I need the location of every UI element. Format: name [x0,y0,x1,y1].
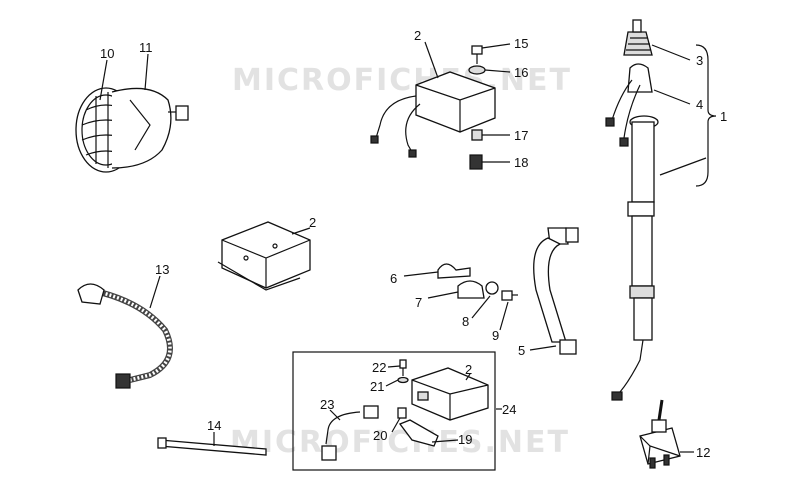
cable-tie-14 [157,437,267,456]
callout-6: 6 [390,271,397,286]
leader-10 [99,59,108,101]
callout-13: 13 [155,262,169,277]
watermark-top: MICROFICHES.NET [232,63,572,98]
callout-1: 1 [720,109,727,124]
leader-7 [427,291,459,299]
callout-19: 19 [458,432,472,447]
leader-22 [387,365,401,368]
relay-box-middle [217,221,311,291]
callout-10: 10 [100,46,114,61]
callout-2-kit: 2 [465,362,472,377]
callout-23: 23 [320,397,334,412]
callout-12: 12 [696,445,710,460]
callout-2-top: 2 [414,28,421,43]
kit-frame [292,351,496,471]
callout-17: 17 [514,128,528,143]
cable-13 [77,283,173,389]
callout-4: 4 [696,97,703,112]
kit-relay [321,359,489,461]
clamp-parts [437,263,518,301]
bracket-1 [695,44,717,187]
callout-2-mid: 2 [309,215,316,230]
leader-15 [481,43,511,49]
lamp-mast-assembly [605,19,659,401]
leader-19 [431,439,459,443]
leader-21 [385,379,399,387]
leader-3 [651,44,691,61]
callout-11: 11 [139,40,153,55]
callout-9: 9 [492,328,499,343]
leader-8 [471,295,491,319]
callout-14: 14 [207,418,221,433]
leader-20 [391,417,401,433]
leader-6 [403,271,439,277]
leader-9 [499,301,509,331]
callout-18: 18 [514,155,528,170]
callout-8: 8 [462,314,469,329]
leader-16 [484,69,511,73]
leader-11 [144,53,149,91]
callout-15: 15 [514,36,528,51]
headlamp [75,87,189,173]
leader-5 [529,345,557,351]
callout-22: 22 [372,360,386,375]
callout-21: 21 [370,379,384,394]
callout-20: 20 [373,428,387,443]
leader-2-mid [291,227,311,235]
callout-7: 7 [415,295,422,310]
leader-23 [329,409,341,421]
leader-2-kit [465,373,471,381]
bracket-5 [533,227,579,355]
relay-box-top [370,71,496,158]
toggle-switch-12 [639,399,681,469]
watermark-bottom: MICROFICHES.NET [230,425,570,460]
callout-3: 3 [696,53,703,68]
leader-4 [653,89,691,105]
leader-1 [659,157,707,176]
leader-13 [149,275,161,309]
callout-16: 16 [514,65,528,80]
callout-5: 5 [518,343,525,358]
leader-2-top [424,41,439,79]
callout-24: 24 [502,402,516,417]
